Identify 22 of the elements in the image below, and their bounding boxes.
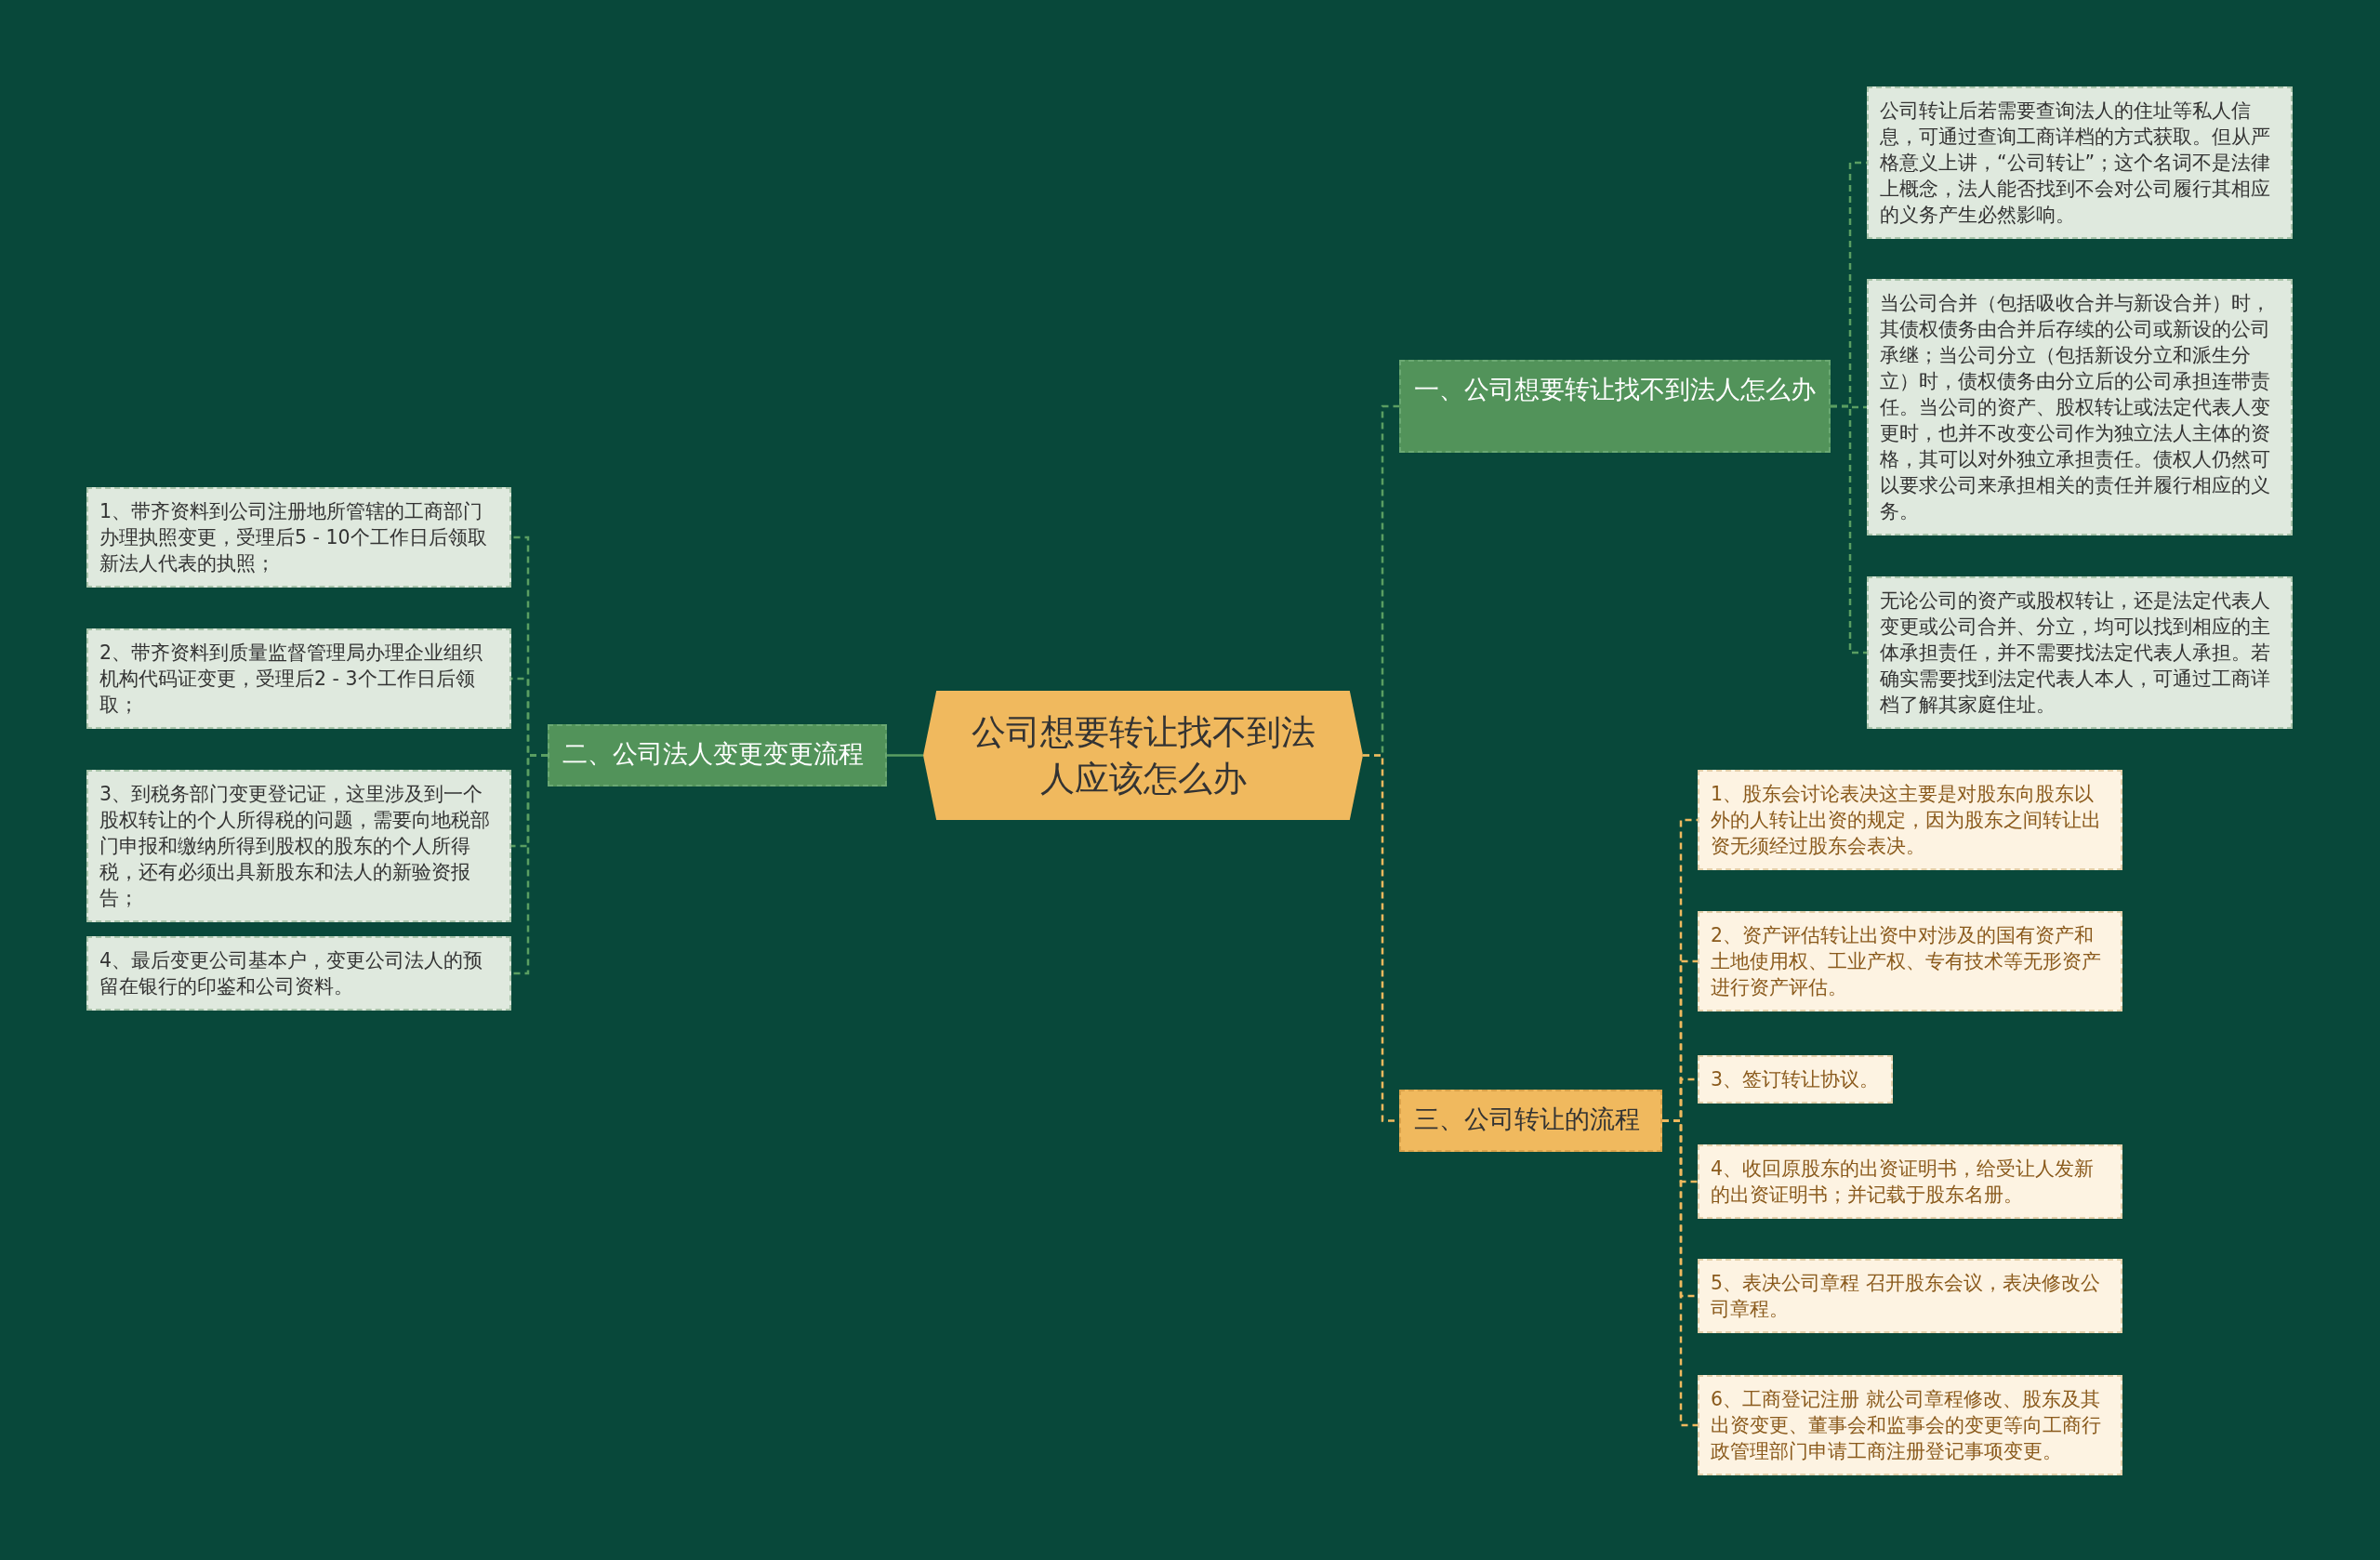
branch-topic-box: 三、公司转让的流程 bbox=[1399, 1090, 1662, 1152]
connector-line bbox=[1662, 1119, 1698, 1427]
note-card: 4、收回原股东的出资证明书，给受让人发新的出资证明书；并记载于股东名册。 bbox=[1698, 1144, 2122, 1219]
note-card: 5、表决公司章程 召开股东会议，表决修改公司章程。 bbox=[1698, 1259, 2122, 1333]
topic-text: 公司想要转让找不到法人应该怎么办 bbox=[970, 710, 1316, 800]
note-card: 1、带齐资料到公司注册地所管辖的工商部门办理执照变更，受理后5 - 10个工作日后领取新法人代表的执照； bbox=[86, 487, 511, 588]
connector-line bbox=[511, 754, 548, 975]
central-topic-hexagon bbox=[923, 691, 1363, 820]
note-card: 公司转让后若需要查询法人的住址等私人信息，可通过查询工商详档的方式获取。但从严格意义上讲，“公司转让”；这个名词不是法律上概念，法人能否找到不会对公司履行其相应的义务产生必然影响。 bbox=[1867, 86, 2293, 239]
note-card: 无论公司的资产或股权转让，还是法定代表人变更或公司合并、分立，均可以找到相应的主体承担责任，并不需要找法定代表人承担。若确实需要找到法定代表人本人，可通过工商详档了解其家庭住址。 bbox=[1867, 576, 2293, 729]
branch-topic-box: 一、公司想要转让找不到法人怎么办 bbox=[1399, 360, 1831, 453]
note-card: 1、股东会讨论表决这主要是对股东向股东以外的人转让出资的规定，因为股东之间转让出资无须经过股东会表决。 bbox=[1698, 770, 2122, 870]
note-card: 2、带齐资料到质量监督管理局办理企业组织机构代码证变更，受理后2 - 3个工作日后领取； bbox=[86, 628, 511, 729]
note-card: 当公司合并（包括吸收合并与新设合并）时，其债权债务由合并后存续的公司或新设的公司承继；当公司分立（包括新设分立和派生分立）时，债权债务由分立后的公司承担连带责任。当公司的资产、股权转让或法定代表人变更时，也并不改变公司作为独立法人主体的资格，其可以对外独立承担责任。债权人仍然可以要求公司来承担相关的责任并履行相应的义务。 bbox=[1867, 279, 2293, 535]
note-card: 6、工商登记注册 就公司章程修改、股东及其出资变更、董事会和监事会的变更等向工商行政管理部门申请工商注册登记事项变更。 bbox=[1698, 1375, 2122, 1475]
note-card: 3、到税务部门变更登记证，这里涉及到一个股权转让的个人所得税的问题，需要向地税部门申报和缴纳所得到股权的股东的个人所得税，还有必须出具新股东和法人的新验资报告； bbox=[86, 770, 511, 922]
note-card: 3、签订转让协议。 bbox=[1698, 1055, 1893, 1104]
note-card: 2、资产评估转让出资中对涉及的国有资产和土地使用权、工业产权、专有技术等无形资产进行资产评估。 bbox=[1698, 911, 2122, 1011]
connector-line bbox=[887, 754, 923, 757]
connector-line bbox=[1831, 404, 1867, 654]
note-card: 4、最后变更公司基本户，变更公司法人的预留在银行的印鉴和公司资料。 bbox=[86, 936, 511, 1011]
branch-topic-box: 二、公司法人变更变更流程 bbox=[548, 724, 887, 787]
